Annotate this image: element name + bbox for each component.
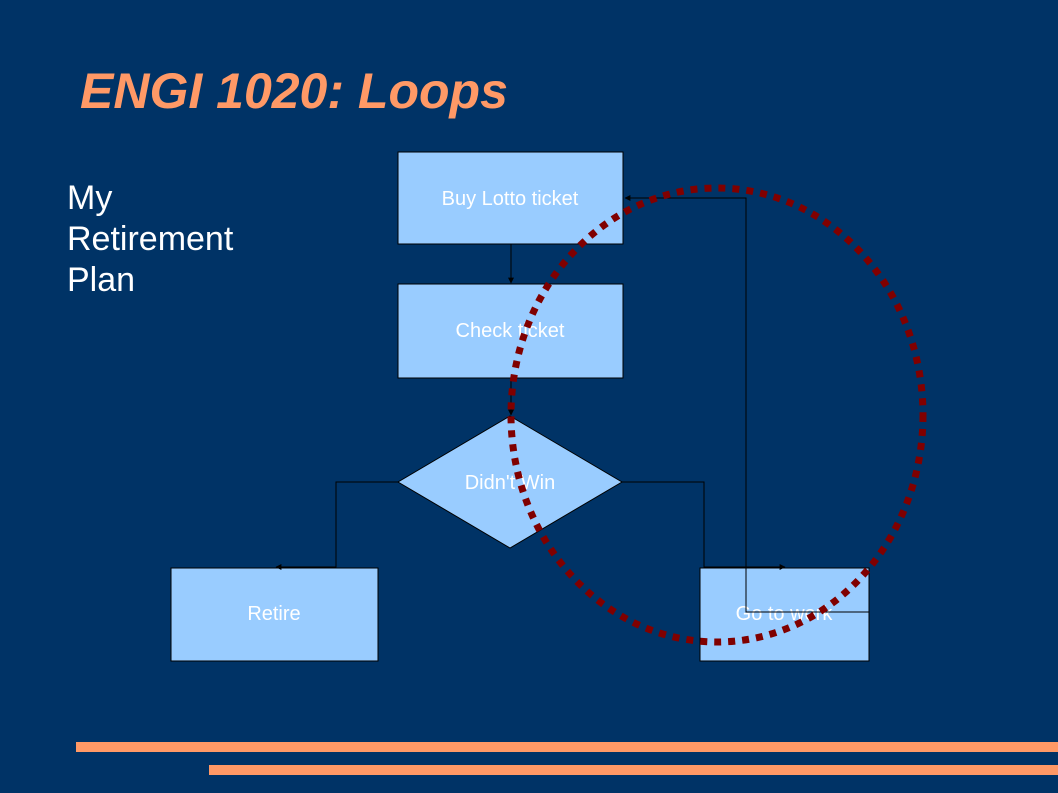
decision-diamond (397, 415, 623, 549)
node-go-to-work: Go to work (699, 567, 870, 662)
connector-decision-to-work (622, 481, 786, 570)
node-decision-didnt-win: Didn't Win (397, 415, 623, 549)
connector-work-to-buy (624, 195, 869, 613)
loop-highlight-circle (507, 184, 927, 646)
side-label: My Retirement Plan (67, 178, 233, 301)
decision-label: Didn't Win (465, 472, 556, 494)
node-buy-label: Buy Lotto ticket (442, 188, 579, 210)
node-retire-label: Retire (247, 603, 300, 625)
node-retire-box (170, 567, 379, 662)
accent-bar-top (76, 742, 1058, 752)
node-check-label: Check ticket (456, 320, 565, 342)
node-check-ticket: Check ticket (397, 283, 624, 379)
slide-title: ENGI 1020: Loops (80, 63, 508, 119)
connector-decision-to-retire (275, 481, 398, 570)
side-label-line: Plan (67, 261, 136, 299)
node-buy-box (397, 151, 624, 245)
node-retire: Retire (170, 567, 379, 662)
accent-bar-bottom (209, 765, 1058, 775)
side-label-line: Retirement (67, 220, 234, 258)
side-label-line: My (67, 179, 113, 217)
node-buy-lotto-ticket: Buy Lotto ticket (397, 151, 624, 245)
node-check-box (397, 283, 624, 379)
node-work-label: Go to work (736, 603, 834, 625)
node-work-box (699, 567, 870, 662)
